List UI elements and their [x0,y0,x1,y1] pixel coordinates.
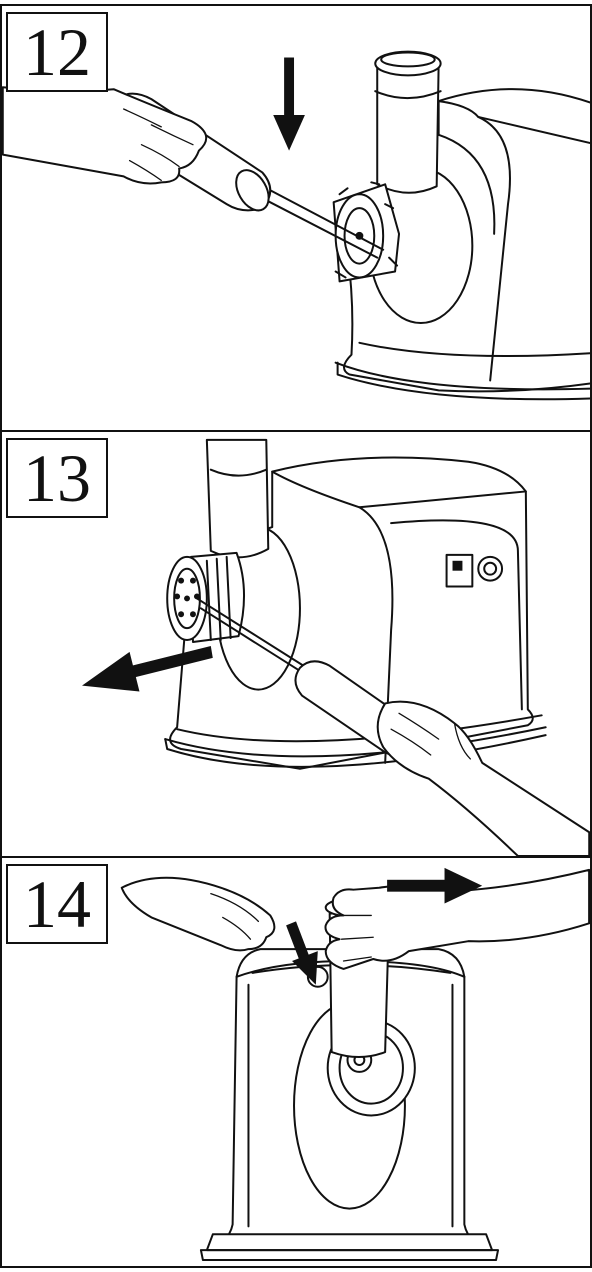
right-arrow [387,867,483,904]
step-number: 13 [6,438,108,518]
down-arrow [286,921,318,985]
step-number: 12 [6,12,108,92]
step-13-panel: 13 [0,430,592,858]
hand [3,87,206,183]
step-14-illustration [2,867,590,1266]
step-12-panel: 12 [0,4,592,432]
step-number: 14 [6,864,108,944]
step-13-illustration [82,432,590,856]
hand [378,702,590,856]
feed-tube [207,440,268,557]
down-arrow [273,57,305,151]
feed-tube [375,52,440,193]
step-14-panel: 14 [0,856,592,1268]
left-arrow [82,645,213,692]
control-panel [447,555,502,587]
left-hand [122,878,275,951]
grinder-head [334,182,399,281]
